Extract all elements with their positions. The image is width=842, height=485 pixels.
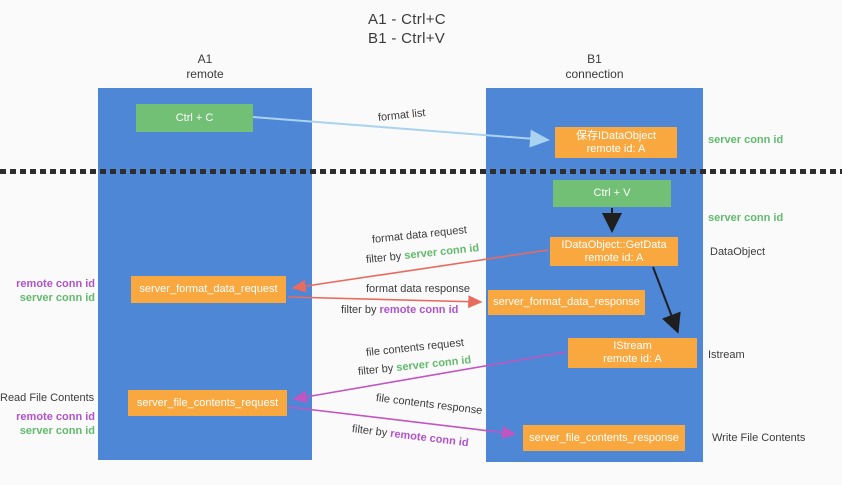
remote-conn-id-text: remote conn id: [379, 304, 459, 316]
write-file-contents-label: Write File Contents: [712, 432, 806, 444]
label-format-data-response: format data response: [366, 283, 470, 295]
read-file-contents-label: Read File Contents: [0, 392, 95, 404]
label-format-data-request: format data request: [371, 224, 468, 246]
node-save-idataobject-line1: 保存IDataObject: [575, 129, 657, 142]
node-istream-line2: remote id: A: [603, 353, 662, 365]
left-conn-id-pair-2: remote conn id server conn id: [0, 410, 95, 438]
label-format-list: format list: [377, 107, 427, 124]
dashed-divider-line: [0, 169, 842, 174]
node-file-response-label: server_file_contents_response: [529, 431, 679, 444]
node-ctrl-v-label: Ctrl + V: [593, 187, 631, 199]
node-idataobject-getdata: IDataObject::GetData remote id: A: [550, 237, 678, 266]
node-format-request-label: server_format_data_request: [139, 283, 278, 295]
server-conn-id-text: server conn id: [403, 242, 480, 262]
title-line-ctrl-c: A1 - Ctrl+C: [368, 11, 446, 28]
column-b1-id: B1: [587, 52, 602, 66]
right-server-conn-id-2: server conn id: [708, 212, 784, 224]
node-getdata-line1: IDataObject::GetData: [561, 238, 667, 251]
remote-conn-id-text: remote conn id: [16, 278, 95, 290]
label-filter-by-remote-conn-id-2: filter by remote conn id: [351, 423, 469, 449]
dataobject-label: DataObject: [710, 246, 766, 258]
node-server-file-contents-response: server_file_contents_response: [523, 425, 685, 451]
right-server-conn-id-1: server conn id: [708, 134, 784, 146]
node-server-format-data-request: server_format_data_request: [131, 276, 286, 303]
filter-by-text: filter by: [357, 362, 397, 378]
server-conn-id-text: server conn id: [19, 292, 95, 304]
left-conn-id-pair-1: remote conn id server conn id: [0, 277, 95, 305]
node-save-idataobject: 保存IDataObject remote id: A: [555, 127, 677, 158]
istream-side-label: Istream: [708, 349, 745, 361]
label-filter-by-server-conn-id-1: filter by server conn id: [365, 242, 479, 266]
column-header-b1: B1 connection: [486, 52, 703, 82]
node-file-request-label: server_file_contents_request: [136, 396, 279, 409]
column-a1-subtitle: remote: [186, 67, 224, 81]
filter-by-text: filter by: [351, 423, 391, 440]
server-conn-id-text: server conn id: [19, 425, 95, 437]
node-ctrl-c: Ctrl + C: [136, 104, 253, 132]
node-istream-line1: IStream: [613, 340, 652, 352]
arrow-format-data-response: [287, 295, 483, 309]
node-getdata-line2: remote id: A: [584, 251, 644, 264]
filter-by-text: filter by: [341, 304, 380, 316]
node-save-idataobject-line2: remote id: A: [586, 142, 646, 155]
column-header-a1: A1 remote: [98, 52, 312, 82]
filter-by-text: filter by: [365, 250, 405, 266]
column-b1-subtitle: connection: [565, 67, 624, 81]
server-conn-id-text: server conn id: [395, 354, 472, 374]
diagram-title: A1 - Ctrl+C B1 - Ctrl+V: [368, 10, 446, 48]
remote-conn-id-text: remote conn id: [16, 411, 95, 423]
label-file-contents-response: file contents response: [375, 392, 483, 417]
node-server-format-data-response: server_format_data_response: [488, 290, 645, 315]
column-a1-id: A1: [197, 52, 213, 66]
remote-conn-id-text: remote conn id: [389, 427, 470, 450]
node-ctrl-v: Ctrl + V: [553, 180, 671, 207]
node-format-response-label: server_format_data_response: [493, 296, 640, 308]
title-line-ctrl-v: B1 - Ctrl+V: [368, 30, 446, 47]
node-istream: IStream remote id: A: [568, 338, 697, 368]
node-ctrl-c-label: Ctrl + C: [175, 111, 214, 124]
node-server-file-contents-request: server_file_contents_request: [128, 390, 287, 416]
label-filter-by-remote-conn-id-1: filter by remote conn id: [341, 304, 458, 316]
